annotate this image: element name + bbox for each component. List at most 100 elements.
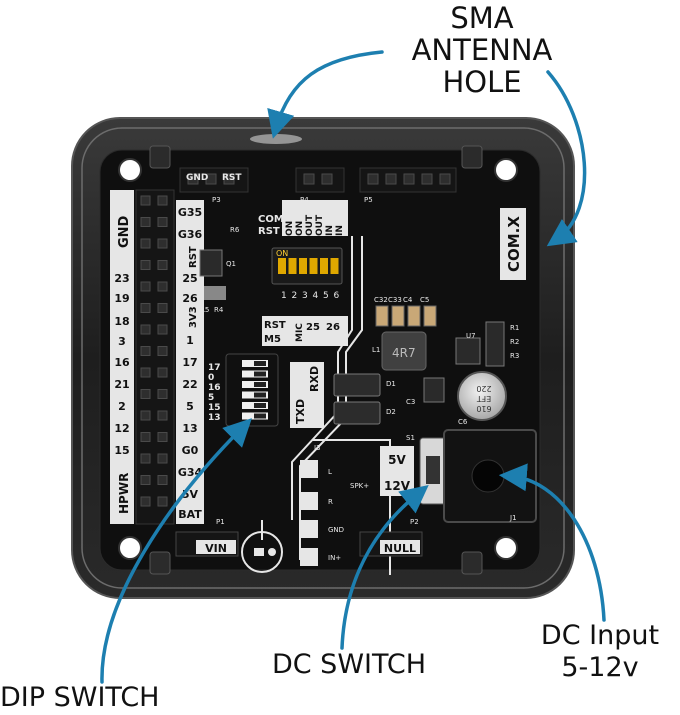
silkscreen-label: 5 [208,393,214,403]
silkscreen-label: 3 [302,291,308,301]
silkscreen-label: R4 [214,306,224,314]
silkscreen-label: J1 [509,514,517,522]
dc-jack-hole [471,459,505,493]
silkscreen-label: R5 [200,306,209,314]
callout-dip-switch: DIP SWITCH [0,682,160,713]
header-pin [205,173,217,185]
header-pin [403,173,415,185]
silkscreen-label: MIC [295,323,305,342]
silkscreen-label: 21 [114,378,129,391]
silkscreen-label: RST [188,246,199,268]
silkscreen-label: ON [276,249,288,258]
corner-nubs [149,145,483,575]
silkscreen-label: 610 [476,404,491,413]
arrow-sma [267,50,384,139]
serial-dip-toggles [242,360,268,420]
silkscreen-label: COM [258,214,284,225]
silkscreen-label: 25 [182,272,197,285]
header-pin [140,217,151,227]
board-frame-inner-edge [81,127,565,589]
arrow-dc-input [498,463,606,622]
header-pin [157,475,168,485]
header-pin [140,238,151,249]
txd-rxd-label-block [290,362,324,428]
silkscreen-label: 15 [208,403,221,413]
header-pin [157,281,168,292]
silkscreen-label: RST [222,173,242,183]
dip-toggle [309,258,318,274]
top-header-pins [187,173,451,185]
silkscreen-label: IN [335,225,345,236]
silkscreen-label: G36 [178,228,203,241]
callout-arrows [100,50,606,684]
header-pin [140,195,151,206]
silkscreen-label: 2 [292,291,298,301]
silkscreen-label: 16 [114,356,130,369]
silkscreen-label: VIN [205,542,227,555]
silkscreen-label: P4 [300,196,309,204]
silkscreen-label: OUT [305,214,315,236]
silkscreen-label: G0 [182,444,199,457]
silkscreen-label: D1 [386,380,396,388]
silkscreen-label: 18 [114,315,129,328]
header-pin [140,475,151,485]
dc-switch-knob [426,456,440,484]
arrow-dc-switch [340,484,429,650]
header-pin [187,173,199,185]
null-label-box [380,540,420,554]
mount-hole [494,536,518,560]
header-pin [303,173,315,185]
silkscreen-label: C5 [420,296,429,304]
com-x-label-box [500,208,526,280]
dip-toggle [299,258,307,274]
silkscreen-label: HPWR [117,473,131,514]
dip-toggle [320,258,328,274]
header-pin [157,367,168,378]
callout-dc-input: DC Input 5-12v [520,620,680,684]
battery-pad-outline [241,531,283,573]
sma-antenna-hole [250,134,302,144]
smd-cap [423,305,437,327]
silkscreen-label: ON [285,221,295,236]
silkscreen-label: IN+ [328,554,341,562]
callout-line: 5-12v [561,652,639,683]
header-pin [140,389,151,399]
silkscreen-label: C33 [388,296,402,304]
silkscreen-label: 16 [208,383,221,393]
silkscreen-label: 5V [388,453,406,467]
header-pin [157,410,168,421]
silkscreen-label: P1 [216,518,225,526]
header-pin [140,346,151,356]
header-pin [140,432,151,442]
silkscreen-label: 1 [281,291,287,301]
header-pin [385,173,397,185]
silkscreen-label: L1 [372,346,380,354]
silkscreen-label: C32 [374,296,388,304]
silkscreen-label: 12V [384,479,411,493]
silkscreen-label: P3 [212,196,221,204]
header-pin [140,367,151,378]
header-pin [157,432,168,442]
silkscreen-label: GND [186,173,208,183]
header-pin [157,389,168,399]
arrow-com-x [546,70,587,247]
silkscreen-label: 15 [114,444,129,457]
silkscreen-label: R2 [510,338,519,346]
mount-hole [494,158,518,182]
silkscreen-label: 2 [118,400,126,413]
silkscreen-label: 26 [326,322,340,333]
silkscreen-label: 13 [182,422,197,435]
silkscreen-label: SPK+ [350,482,369,490]
header-pin [140,281,151,292]
silkscreen-label: 23 [114,272,129,285]
mount-hole [118,158,142,182]
silkscreen-label: 26 [182,292,198,305]
callout-dc-switch: DC SWITCH [271,649,427,680]
silkscreen-label: S1 [406,434,415,442]
dip-bottom-label-block [262,316,348,346]
header-pin [421,173,433,185]
header-pin [157,346,168,356]
silkscreen-label: G35 [178,206,202,219]
silkscreen-label: 0 [208,373,214,383]
silkscreen-label: P5 [364,196,373,204]
